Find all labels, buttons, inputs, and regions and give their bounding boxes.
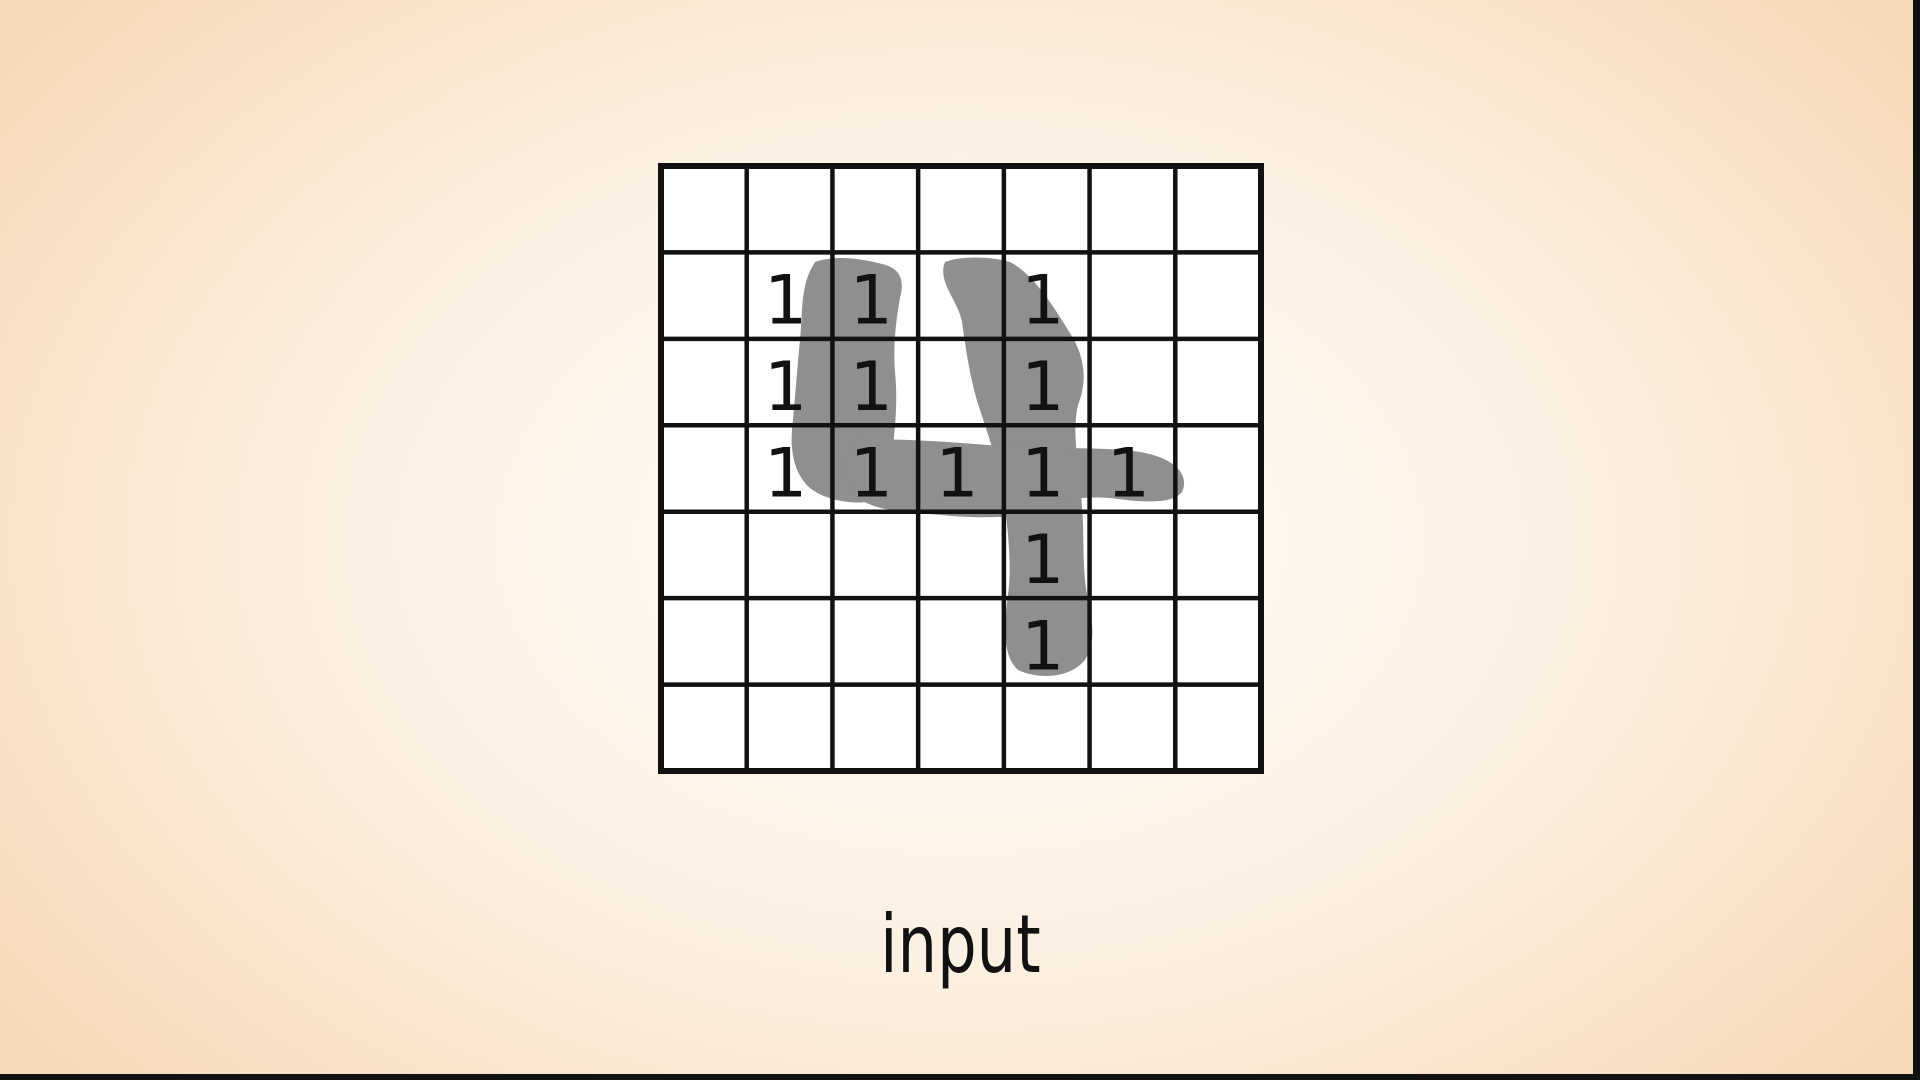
handwritten-digit-4-shape — [791, 257, 1185, 676]
grid-border — [658, 163, 1264, 774]
cell-value-r2-c2: 1 — [850, 348, 893, 427]
cell-value-r5-c4: 1 — [1021, 607, 1064, 686]
cell-value-r3-c2: 1 — [850, 435, 893, 514]
cell-value-r1-c1: 1 — [764, 262, 807, 341]
cell-value-r4-c4: 1 — [1021, 521, 1064, 600]
cell-value-r3-c1: 1 — [764, 435, 807, 514]
cell-value-r3-c3: 1 — [935, 435, 978, 514]
cell-value-r1-c4: 1 — [1021, 262, 1064, 341]
cell-value-r2-c4: 1 — [1021, 348, 1064, 427]
frame-edge-bottom — [0, 1074, 1920, 1080]
cell-value-r3-c5: 1 — [1107, 435, 1150, 514]
caption-input-label: input — [880, 898, 1041, 991]
frame-edge-right — [1913, 0, 1920, 1080]
grid-lines — [658, 163, 1264, 774]
cell-value-r2-c1: 1 — [764, 348, 807, 427]
cell-value-r1-c2: 1 — [850, 262, 893, 341]
cell-value-r3-c4: 1 — [1021, 435, 1064, 514]
